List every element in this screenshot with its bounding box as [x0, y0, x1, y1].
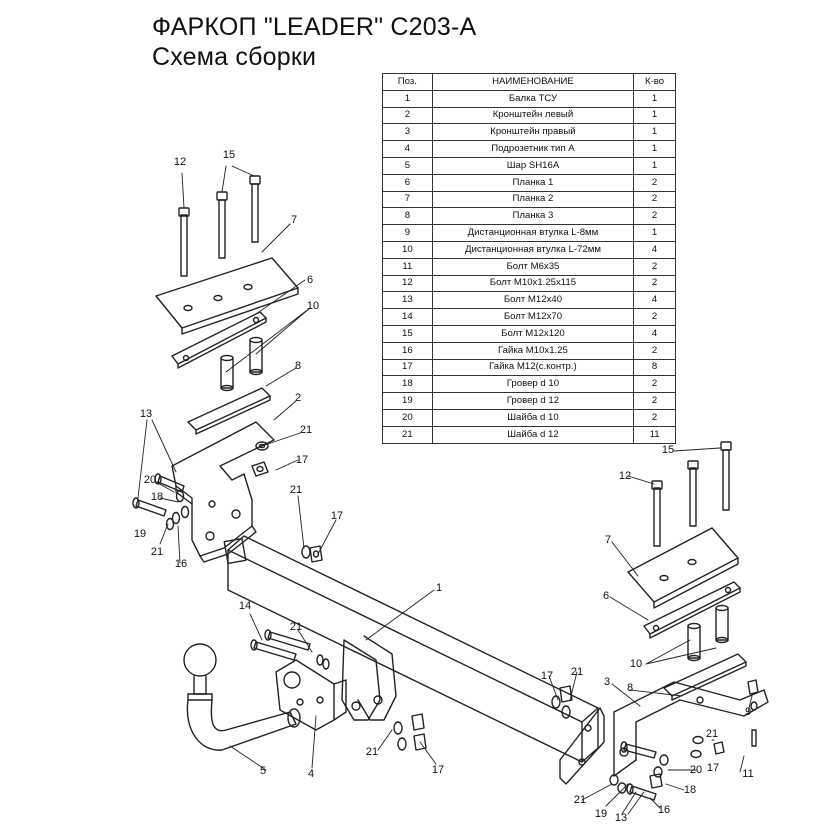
callout-label: 16 [657, 804, 671, 816]
plank-7-left [155, 257, 299, 335]
plank-6-right [643, 581, 741, 639]
callout-label: 12 [618, 470, 632, 482]
callout-label: 18 [683, 784, 697, 796]
callout-label: 8 [626, 682, 634, 694]
callout-label: 7 [604, 534, 612, 546]
cell-qty: 2 [633, 173, 676, 192]
callout-label: 8 [294, 360, 302, 372]
cell-qty: 11 [633, 425, 676, 444]
callout-label: 18 [150, 491, 164, 503]
plank-7-right [627, 527, 739, 609]
callout-label: 12 [173, 156, 187, 168]
callout-label: 19 [133, 528, 147, 540]
diagram-title: ФАРКОП "LEADER" C203-A Схема сборки [152, 12, 476, 72]
bolts-upper-right [651, 441, 732, 547]
callout-label: 21 [289, 484, 303, 496]
callout-label: 20 [143, 474, 157, 486]
callout-label: 21 [289, 621, 303, 633]
fasteners-right [609, 679, 759, 801]
callout-label: 6 [306, 274, 314, 286]
callout-label: 21 [365, 746, 379, 758]
callout-label: 10 [306, 300, 320, 312]
callout-label: 17 [706, 762, 720, 774]
callout-label: 17 [330, 510, 344, 522]
title-line-2: Схема сборки [152, 43, 317, 71]
callout-label: 21 [299, 424, 313, 436]
callout-label: 13 [614, 812, 628, 824]
callout-label: 21 [573, 794, 587, 806]
callout-label: 10 [629, 658, 643, 670]
ball-mount-plates [341, 635, 397, 721]
callout-label: 13 [139, 408, 153, 420]
callout-label: 16 [174, 558, 188, 570]
cell-qty: 2 [633, 274, 676, 293]
plank-8-right [663, 653, 747, 701]
callout-label: 20 [689, 764, 703, 776]
title-line-1: ФАРКОП "LEADER" C203-A [152, 13, 477, 41]
plank-6-left [171, 311, 267, 369]
callout-label: 5 [259, 765, 267, 777]
callout-label: 17 [295, 454, 309, 466]
bolts-14 [250, 629, 330, 670]
cell-name: Шайба d 12 [431, 425, 635, 444]
callout-label: 2 [294, 392, 302, 404]
callout-label: 3 [603, 676, 611, 688]
beam-right-flange [559, 707, 605, 785]
callout-label: 21 [150, 546, 164, 558]
callout-label: 6 [602, 590, 610, 602]
callout-label: 15 [661, 444, 675, 456]
socket-plate-4 [275, 659, 347, 731]
callout-label: 21 [705, 728, 719, 740]
callout-label: 9 [744, 706, 752, 718]
callout-label: 1 [435, 582, 443, 594]
callout-label: 19 [594, 808, 608, 820]
callout-label: 17 [431, 764, 445, 776]
bolts-upper-left [178, 175, 261, 277]
callout-label: 17 [540, 670, 554, 682]
tow-ball-5 [183, 643, 301, 751]
callout-label: 21 [570, 666, 584, 678]
fasteners-left [132, 441, 323, 563]
callout-label: 7 [290, 214, 298, 226]
callout-label: 11 [742, 768, 754, 780]
callout-label: 4 [307, 768, 315, 780]
callout-label: 14 [238, 600, 252, 612]
cell-pos: 21 [382, 425, 433, 444]
callout-label: 15 [222, 149, 236, 161]
bracket-3-right [613, 681, 769, 777]
plank-8-left [187, 387, 271, 435]
sleeves-10-right [687, 604, 729, 662]
fasteners-center [393, 685, 573, 751]
cell-qty: 4 [633, 324, 676, 343]
sleeves-10-left [220, 336, 263, 392]
